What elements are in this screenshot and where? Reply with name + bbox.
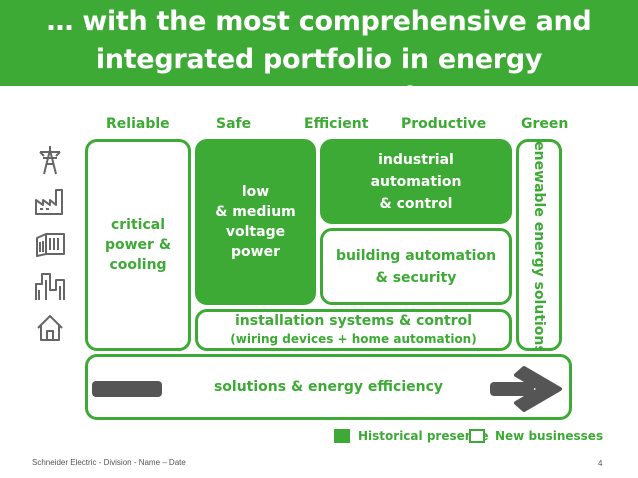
column-header-reliable: Reliable	[106, 116, 170, 132]
installation-systems-control-box: installation systems & control (wiring d…	[195, 309, 512, 351]
column-header-productive: Productive	[401, 116, 487, 132]
title-line-1: … with the most comprehensive and	[46, 6, 592, 37]
renewable-energy-solutions-box	[516, 139, 562, 351]
data-center-icon	[36, 233, 65, 257]
installation-subtitle: (wiring devices + home automation)	[230, 332, 477, 346]
arrow-tail-icon	[92, 381, 162, 397]
arrow-head-icon	[490, 366, 562, 412]
home-icon	[37, 315, 63, 341]
column-header-green: Green	[521, 116, 569, 132]
column-header-safe: Safe	[216, 116, 252, 132]
legend-historical-swatch	[334, 429, 350, 443]
legend-new-label: New businesses	[495, 429, 604, 443]
legend-historical-label: Historical presence	[358, 429, 489, 443]
renewable-energy-label: renewable energy solutions	[531, 139, 547, 349]
solutions-energy-efficiency-label: solutions & energy efficiency	[213, 379, 444, 395]
legend-new-swatch	[469, 429, 485, 443]
factory-icon	[35, 189, 63, 215]
arrow-graphic	[92, 366, 562, 412]
building-automation-security-box: building automation & security	[320, 228, 512, 305]
power-tower-icon	[39, 146, 61, 175]
page-number: 4	[598, 459, 603, 468]
industrial-automation-control-box: industrial automation & control	[320, 139, 512, 224]
title-banner: … with the most comprehensive and integr…	[0, 0, 638, 111]
footer-text: Schneider Electric - Division - Name – D…	[32, 458, 186, 467]
critical-power-cooling-box: critical power & cooling	[85, 139, 191, 351]
solutions-energy-efficiency-box: solutions & energy efficiency	[85, 354, 572, 420]
title-line-2: integrated portfolio in energy managemen…	[95, 44, 543, 111]
buildings-icon	[35, 273, 65, 300]
renewable-energy-label-svg: renewable energy solutions	[531, 139, 547, 349]
low-medium-voltage-power-box: low & medium voltage power	[195, 139, 316, 305]
installation-title: installation systems & control	[235, 313, 472, 329]
column-header-efficient: Efficient	[304, 116, 369, 132]
